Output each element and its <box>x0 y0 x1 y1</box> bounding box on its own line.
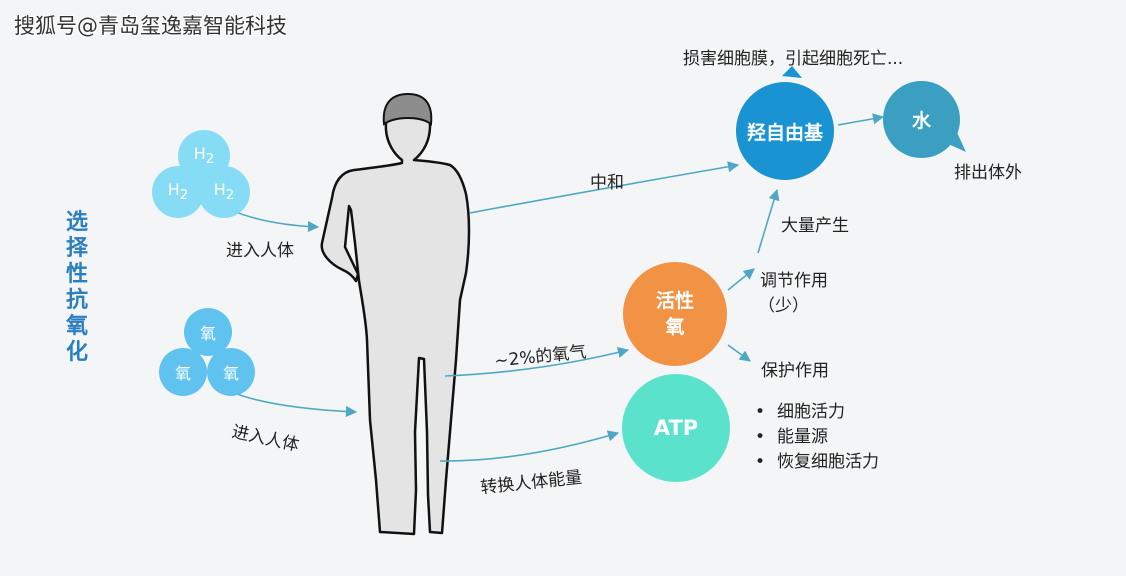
hydrogen-arrow-label: 进入人体 <box>226 241 294 261</box>
list-item: 细胞活力 <box>755 400 879 425</box>
damage-caption: 损害细胞膜，引起细胞死亡... <box>683 49 904 69</box>
hydrogen-symbol: H <box>167 180 180 200</box>
hydrogen-subscript: 2 <box>225 188 235 204</box>
list-item: 能量源 <box>755 425 879 450</box>
hydrogen-subscript: 2 <box>205 152 215 168</box>
side-title: 选择性抗氧化 <box>65 210 88 365</box>
hydroxyl-radical-node: 羟自由基 <box>736 82 834 180</box>
regulate-note: （少） <box>758 296 809 316</box>
reactive-oxygen-line2: 氧 <box>665 316 685 338</box>
hydrogen-subscript: 2 <box>179 188 189 204</box>
human-silhouette <box>320 92 471 536</box>
reactive-oxygen-node: 活性 氧 <box>623 262 727 366</box>
protect-label: 保护作用 <box>761 361 829 381</box>
oxygen-molecule: 氧 <box>159 348 207 396</box>
mass-produce-label: 大量产生 <box>781 216 849 236</box>
list-item: 恢复细胞活力 <box>755 450 879 475</box>
reactive-oxygen-line1: 活性 <box>655 290 694 312</box>
hydrogen-molecule: H2 <box>198 166 250 218</box>
atp-node: ATP <box>622 374 730 482</box>
hydrogen-symbol: H <box>213 180 226 200</box>
atp-benefits-list: 细胞活力 能量源 恢复细胞活力 <box>755 400 879 475</box>
watermark: 搜狐号@青岛玺逸嘉智能科技 <box>14 14 287 38</box>
oxygen-molecule: 氧 <box>207 348 255 396</box>
hydrogen-molecule: H2 <box>152 166 204 218</box>
hydrogen-symbol: H <box>193 144 206 164</box>
neutralize-label: 中和 <box>590 173 624 193</box>
excrete-caption: 排出体外 <box>954 163 1022 183</box>
regulate-label: 调节作用 <box>760 271 828 291</box>
water-node: 水 <box>883 81 960 158</box>
